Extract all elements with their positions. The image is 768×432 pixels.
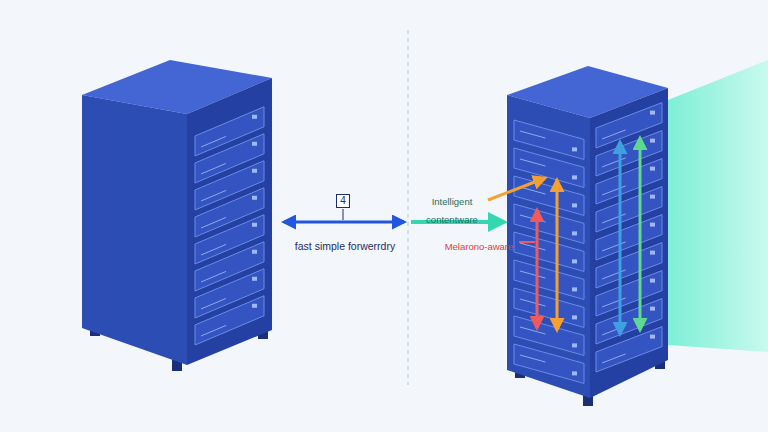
- server-slot: [596, 327, 662, 372]
- slot-led: [650, 335, 655, 339]
- slot-led: [252, 196, 257, 200]
- slot-led: [572, 203, 577, 207]
- slot-vent: [602, 158, 626, 167]
- slot-vent: [602, 270, 626, 279]
- server-slot: [514, 344, 584, 383]
- slot-vent: [520, 159, 546, 166]
- slot-vent: [201, 136, 226, 147]
- slot-led: [252, 142, 257, 146]
- arrow-label: Intelligent contentware: [420, 191, 484, 227]
- slot-led: [252, 250, 257, 254]
- slot-led: [572, 147, 577, 151]
- callout-box: 4: [336, 194, 350, 208]
- server-slot: [596, 159, 662, 204]
- flow-arrow: [488, 178, 545, 200]
- slot-vent: [520, 187, 546, 194]
- slot-led: [572, 175, 577, 179]
- teal-panel: [668, 60, 768, 352]
- slot-vent: [201, 190, 226, 201]
- server-slot: [596, 271, 662, 316]
- slot-vent: [201, 163, 226, 174]
- label-text: Intelligent contentware: [426, 196, 478, 225]
- slot-led: [650, 251, 655, 255]
- leader-line: [519, 241, 535, 243]
- slot-led: [572, 315, 577, 319]
- slot-led: [572, 259, 577, 263]
- vertical-arrow: [536, 210, 539, 328]
- slot-vent: [520, 243, 546, 250]
- vertical-arrow: [556, 180, 559, 330]
- slot-led: [252, 277, 257, 281]
- rack-side: [82, 95, 187, 365]
- slot-vent: [520, 327, 546, 334]
- slot-vent: [602, 354, 626, 363]
- slot-led: [252, 169, 257, 173]
- slot-led: [252, 223, 257, 227]
- server-slot: [596, 215, 662, 260]
- slot-vent: [520, 271, 546, 278]
- slot-led: [252, 115, 257, 119]
- server-rack: [82, 60, 272, 371]
- slot-led: [572, 371, 577, 375]
- server-rack: [507, 66, 668, 406]
- slot-vent: [520, 299, 546, 306]
- slot-led: [650, 167, 655, 171]
- slot-led: [572, 231, 577, 235]
- vertical-arrow: [639, 138, 642, 330]
- double-arrow: [284, 221, 404, 224]
- slot-vent: [520, 215, 546, 222]
- slot-vent: [201, 325, 226, 336]
- leader-line: [343, 209, 344, 220]
- slot-vent: [201, 298, 226, 309]
- slot-vent: [602, 326, 626, 335]
- slot-vent: [602, 298, 626, 307]
- slot-led: [650, 307, 655, 311]
- rack-front: [187, 78, 272, 365]
- server-slot: [596, 103, 662, 148]
- server-slot: [596, 243, 662, 288]
- slot-vent: [520, 131, 546, 138]
- slot-led: [572, 287, 577, 291]
- slot-vent: [201, 271, 226, 282]
- slot-led: [650, 195, 655, 199]
- callout-number: 4: [340, 195, 346, 207]
- slot-led: [650, 223, 655, 227]
- server-slot: [596, 131, 662, 176]
- slot-vent: [201, 217, 226, 228]
- slot-vent: [602, 214, 626, 223]
- label-text: Melarono-aware: [445, 241, 514, 252]
- slot-led: [650, 111, 655, 115]
- server-slot: [195, 296, 264, 345]
- arrow-label: fast simple forwerrdry: [280, 236, 410, 254]
- arrow-label: Melarono-aware: [439, 236, 519, 254]
- divider-line: [408, 30, 409, 385]
- server-slot: [596, 187, 662, 232]
- slot-led: [252, 304, 257, 308]
- slot-led: [650, 139, 655, 143]
- rack-side: [507, 95, 590, 398]
- vertical-arrow: [619, 142, 622, 334]
- slot-led: [650, 279, 655, 283]
- slot-led: [572, 343, 577, 347]
- slot-vent: [602, 186, 626, 195]
- slot-vent: [602, 242, 626, 251]
- rack-front: [590, 88, 668, 398]
- slot-vent: [602, 130, 626, 139]
- slot-vent: [201, 244, 226, 255]
- slot-vent: [520, 355, 546, 362]
- server-slot: [596, 299, 662, 344]
- label-text: fast simple forwerrdry: [295, 240, 395, 252]
